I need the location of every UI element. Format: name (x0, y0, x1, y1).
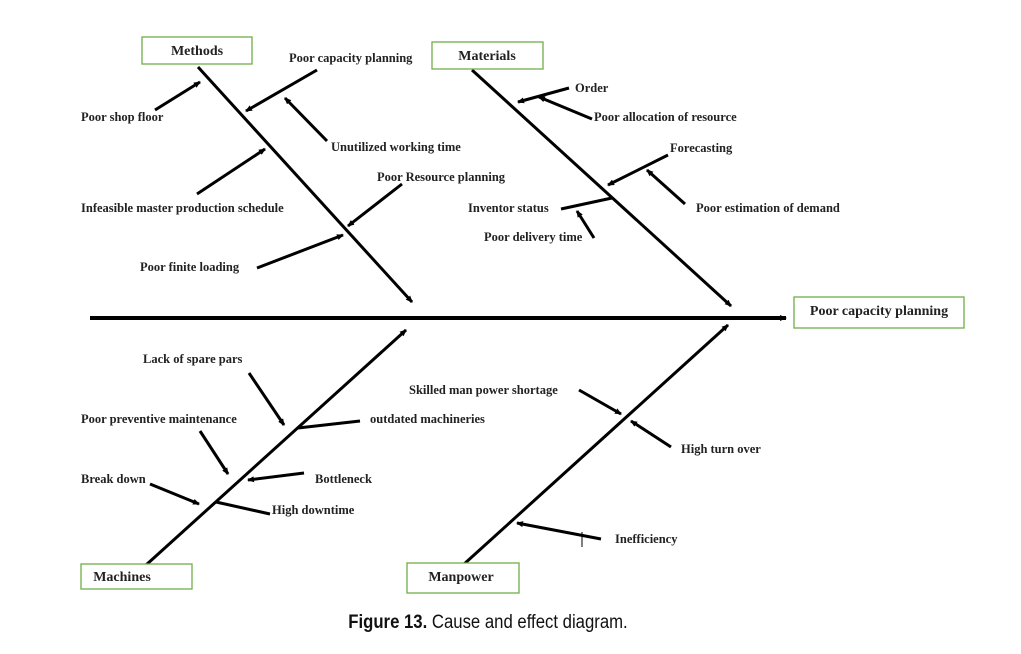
cause-arrow (149, 482, 200, 506)
cause-label: Poor Resource planning (377, 170, 506, 184)
cause-label: outdated machineries (370, 412, 485, 426)
cause-label: Unutilized working time (331, 140, 461, 154)
cause-label: Skilled man power shortage (409, 383, 558, 397)
cause-arrow (517, 86, 570, 104)
cause-arrow (247, 471, 305, 483)
category-materials: Materials (431, 41, 544, 70)
cause-label: Bottleneck (315, 472, 372, 486)
figure-caption: Figure 13. Cause and effect diagram. (59, 612, 918, 634)
cause-label: Inefficiency (615, 532, 678, 546)
effect-box: Poor capacity planning (793, 296, 965, 329)
cause-label: Poor delivery time (484, 230, 583, 244)
cause-label: Forecasting (670, 141, 733, 155)
cause-arrow (196, 147, 266, 196)
cause-arrow (283, 96, 329, 143)
category-manpower: Manpower (406, 562, 520, 594)
bone-methods (196, 65, 414, 304)
category-label: Machines (93, 570, 151, 585)
cause-label: Poor preventive maintenance (81, 412, 237, 426)
category-label: Methods (171, 44, 224, 59)
cause-label: Break down (81, 472, 146, 486)
category-machines: Machines (80, 563, 193, 590)
cause-arrow (575, 210, 596, 239)
cause-arrow (578, 388, 622, 416)
cause-label: Inventor status (468, 201, 549, 215)
cause-label: Order (575, 81, 609, 95)
category-label: Materials (458, 49, 516, 64)
cause-label: High turn over (681, 442, 761, 456)
category-methods: Methods (141, 36, 253, 65)
cause-label: Poor finite loading (140, 260, 240, 274)
cause-arrow (630, 419, 672, 449)
cause-arrow (198, 430, 230, 475)
cause-label: Poor shop floor (81, 110, 164, 124)
bone-machines (144, 328, 408, 567)
cause-arrow (247, 372, 286, 426)
cause-arrow (347, 182, 403, 228)
cause-label: Poor allocation of resource (594, 110, 737, 124)
cause-arrow (154, 80, 201, 112)
cause-arrow (256, 233, 344, 270)
bone-materials (470, 68, 733, 308)
cause-label: Poor capacity planning (289, 51, 413, 65)
cause-label: High downtime (272, 503, 355, 517)
cause-arrow (607, 153, 669, 187)
bone-manpower (461, 323, 730, 567)
cause-label: Infeasible master production schedule (81, 201, 284, 215)
cause-line (215, 500, 271, 516)
cause-label: Lack of spare pars (143, 352, 243, 366)
cause-line (297, 419, 361, 430)
cause-arrow (538, 95, 593, 121)
figure-caption-text: Cause and effect diagram. (431, 612, 628, 633)
cause-label: Poor estimation of demand (696, 201, 840, 215)
figure-number: Figure 13. (348, 612, 428, 633)
cause-arrow (245, 68, 318, 113)
cause-arrow (645, 168, 687, 206)
cause-line (560, 196, 613, 211)
effect-label: Poor capacity planning (810, 304, 948, 319)
category-label: Manpower (428, 570, 493, 585)
cause-arrow (516, 521, 602, 541)
